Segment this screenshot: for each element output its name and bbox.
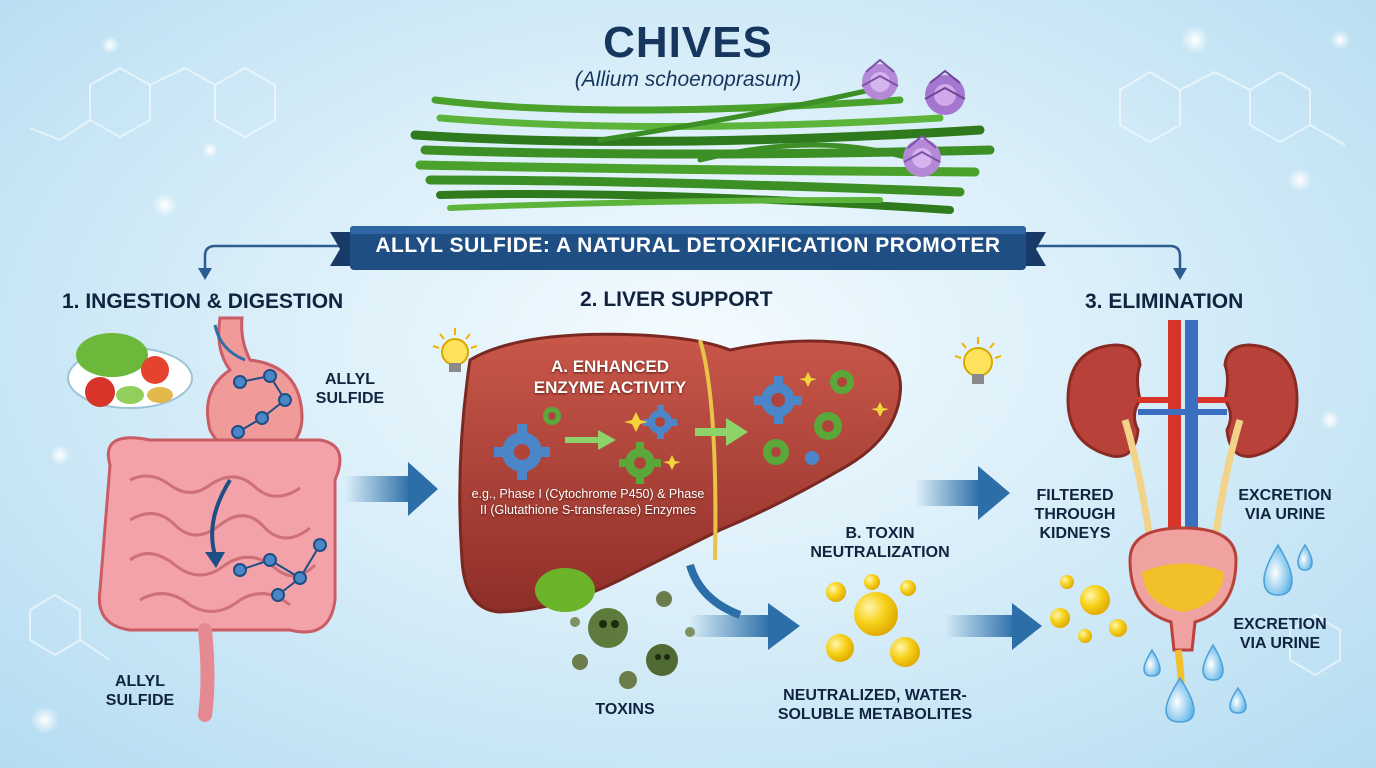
right-arrowhead <box>1173 268 1187 280</box>
page-subtitle: (Allium schoenoprasum) <box>574 68 802 91</box>
toxins-label: TOXINS <box>595 701 655 718</box>
toxin-neutralization-label: B. TOXIN NEUTRALIZATION <box>810 525 950 561</box>
lightbulb-icon-right <box>954 337 1002 384</box>
allyl-sulfide-label-top: ALLYL SULFIDE <box>315 371 385 407</box>
enzyme-examples-label: e.g., Phase I (Cytochrome P450) & Phase … <box>471 487 705 517</box>
flow-arrows <box>345 462 1042 650</box>
banner-ribbon <box>330 226 1046 270</box>
excretion-urine-label-1: EXCRETION VIA URINE <box>1238 487 1332 523</box>
toxins <box>570 591 695 689</box>
metabolites-label: NEUTRALIZED, WATER-SOLUBLE METABOLITES <box>777 687 973 723</box>
urinary-system <box>1066 320 1299 719</box>
banner-connectors <box>203 244 1182 272</box>
enhanced-enzyme-label: A. ENHANCED ENZYME ACTIVITY <box>533 357 687 397</box>
banner-text: ALLYL SULFIDE: A NATURAL DETOXIFICATION … <box>375 234 1001 257</box>
lightbulb-icon-left <box>432 328 478 372</box>
chives-bunch <box>410 87 995 214</box>
step-liver-heading: 2. LIVER SUPPORT <box>580 288 773 311</box>
background-molecules <box>29 66 1346 677</box>
excretion-urine-label-2: EXCRETION VIA URINE <box>1233 616 1327 652</box>
background-sparkles <box>31 26 1350 734</box>
digestive-system <box>97 316 342 722</box>
salad-plate <box>67 333 193 409</box>
step-elimination-heading: 3. ELIMINATION <box>1085 290 1244 313</box>
page-title: CHIVES <box>603 18 773 67</box>
chive-flowers <box>861 58 966 177</box>
step-ingestion-heading: 1. INGESTION & DIGESTION <box>62 290 344 313</box>
water-droplets <box>1143 543 1313 723</box>
enzyme-gears <box>494 370 889 484</box>
allyl-sulfide-label-bottom: ALLYL SULFIDE <box>105 673 175 709</box>
left-arrowhead <box>198 268 212 280</box>
metabolites <box>826 574 1127 667</box>
filtered-kidneys-label: FILTERED THROUGH KIDNEYS <box>1034 487 1116 542</box>
